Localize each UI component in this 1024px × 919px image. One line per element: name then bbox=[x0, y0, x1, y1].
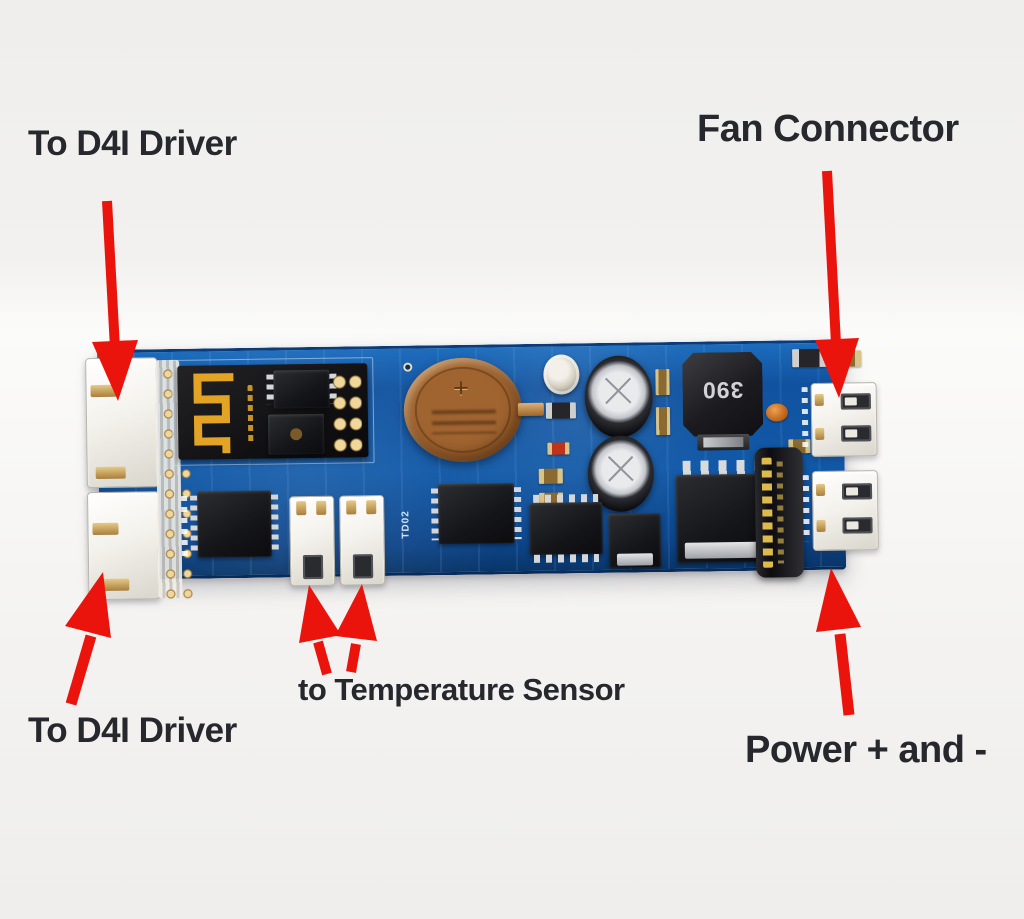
module-gold-print bbox=[247, 384, 254, 445]
smd-capacitor bbox=[655, 407, 671, 436]
temp-sensor-connector-2 bbox=[339, 495, 386, 586]
arrow-temp-sensor-left bbox=[299, 585, 341, 676]
label-power: Power + and - bbox=[745, 729, 987, 771]
soic16-ic bbox=[437, 483, 515, 545]
fan-connector bbox=[810, 382, 878, 458]
pcb-board: TD02 + 390 bbox=[85, 339, 879, 601]
esp8266-chip bbox=[267, 413, 325, 455]
fan-silkscreen-marks bbox=[801, 387, 809, 454]
soic14-ic bbox=[529, 501, 603, 555]
flash-chip-ic bbox=[273, 369, 330, 409]
arrow-temp-sensor-right bbox=[335, 584, 377, 673]
smd-component bbox=[792, 348, 827, 368]
wifi-antenna bbox=[193, 373, 234, 454]
inductor-base-tab bbox=[697, 433, 750, 451]
esp01-wifi-module bbox=[177, 363, 369, 460]
silkscreen-pin-labels bbox=[181, 495, 188, 558]
label-fan-connector: Fan Connector bbox=[697, 108, 959, 150]
smd-component bbox=[545, 402, 577, 419]
battery-clip-tab bbox=[517, 402, 544, 417]
silkscreen-td02: TD02 bbox=[400, 510, 412, 539]
smd-capacitor bbox=[538, 468, 563, 484]
temp-sensor-connector-1 bbox=[289, 495, 336, 587]
output-capacitor bbox=[754, 447, 805, 578]
power-inductor: 390 bbox=[682, 352, 763, 437]
smd-resistor bbox=[547, 442, 570, 455]
power-silkscreen-marks bbox=[802, 475, 810, 542]
module-through-hole-pads bbox=[331, 371, 363, 454]
via-hole bbox=[403, 362, 413, 372]
smd-capacitor bbox=[655, 369, 670, 396]
smd-component bbox=[833, 350, 862, 367]
label-to-d4i-driver-top: To D4I Driver bbox=[28, 124, 237, 163]
inductor-marking: 390 bbox=[701, 376, 744, 404]
mosfet-dpak bbox=[608, 513, 662, 568]
label-to-d4i-driver-bottom: To D4I Driver bbox=[28, 711, 237, 750]
d4i-connector-top bbox=[85, 357, 159, 489]
arrow-power bbox=[816, 568, 861, 716]
buck-converter-to263 bbox=[675, 473, 768, 563]
label-temperature-sensor: to Temperature Sensor bbox=[298, 672, 625, 707]
battery-plus-marking: + bbox=[452, 372, 470, 403]
power-connector bbox=[811, 470, 879, 552]
d4i-connector-bottom bbox=[86, 491, 161, 601]
ssop-driver-ic bbox=[196, 490, 272, 558]
